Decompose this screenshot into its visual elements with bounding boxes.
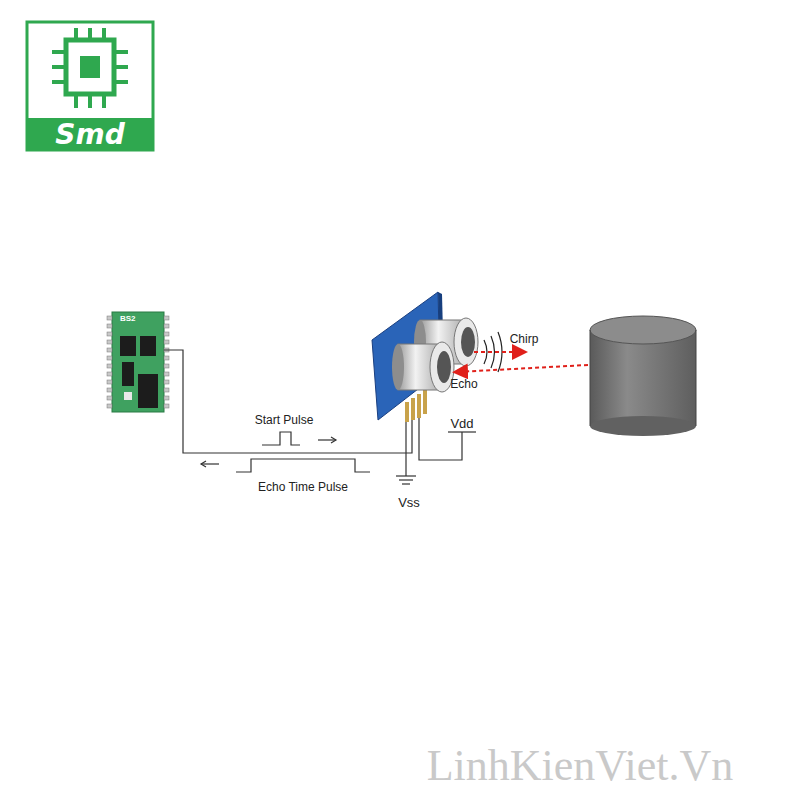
board-pin xyxy=(107,396,112,400)
board-pin xyxy=(164,396,169,400)
board-pin xyxy=(164,388,169,392)
board-pin xyxy=(164,356,169,360)
target-object xyxy=(590,316,696,436)
signal-label: Echo Time Pulse xyxy=(258,480,348,494)
signal-label: Start Pulse xyxy=(255,413,314,427)
board-pin xyxy=(164,340,169,344)
board-name: BS2 xyxy=(120,314,164,323)
power-label: Vss xyxy=(398,495,420,510)
board-pin xyxy=(107,380,112,384)
board-pin xyxy=(164,372,169,376)
board-pin xyxy=(164,316,169,320)
board-pin xyxy=(107,356,112,360)
signal-label: Echo xyxy=(450,377,477,391)
board-pin xyxy=(107,364,112,368)
board-pin xyxy=(164,404,169,408)
board-pin xyxy=(107,316,112,320)
board-pin xyxy=(164,364,169,368)
board-pin xyxy=(107,388,112,392)
sound-wave xyxy=(484,332,502,372)
board-pin xyxy=(107,324,112,328)
board-pin xyxy=(107,372,112,376)
logo xyxy=(27,22,153,150)
board-pin xyxy=(107,332,112,336)
microcontroller-board xyxy=(107,312,169,412)
pulse-waveform xyxy=(201,432,370,472)
ultrasonic-sensor xyxy=(372,292,478,422)
board-pin xyxy=(107,404,112,408)
signal-label: Chirp xyxy=(510,332,539,346)
watermark: LinhKienViet.Vn xyxy=(427,740,734,791)
sound-path xyxy=(456,352,588,372)
logo-band: Smd xyxy=(27,118,153,151)
board-pin xyxy=(107,340,112,344)
board-pin xyxy=(164,380,169,384)
power-label: Vdd xyxy=(450,416,473,431)
board-pin xyxy=(107,348,112,352)
logo-text: Smd xyxy=(55,118,124,151)
board-pin xyxy=(164,324,169,328)
board-pin xyxy=(164,332,169,336)
microcontroller-board: BS2 xyxy=(112,312,164,334)
